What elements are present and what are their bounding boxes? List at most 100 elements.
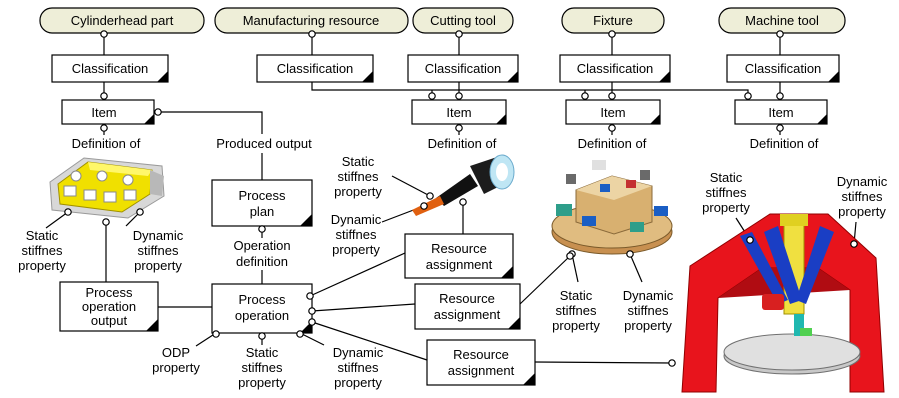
svg-text:Classification: Classification: [425, 61, 502, 76]
svg-text:Item: Item: [600, 105, 625, 120]
resource-assignment-box: Resource assignment: [426, 339, 536, 386]
svg-text:Static: Static: [560, 288, 593, 303]
pill-cutting-tool: Cutting tool: [412, 7, 514, 34]
definition-of-label: Definition of: [750, 136, 819, 151]
top-entity-pills: Cylinderhead part Manufacturing resource…: [39, 7, 846, 34]
svg-text:stiffnes: stiffnes: [338, 169, 379, 184]
svg-text:Resource: Resource: [453, 347, 509, 362]
machine-tool-illustration: [681, 213, 885, 393]
svg-text:property: property: [552, 318, 600, 333]
pill-label: Machine tool: [745, 13, 819, 28]
cutting-tool-illustration: [412, 154, 515, 216]
svg-text:stiffnes: stiffnes: [242, 360, 283, 375]
svg-text:property: property: [702, 200, 750, 215]
machine-dynamic-stiffnes-label: Dynamic stiffnes property: [837, 174, 888, 219]
pill-manufacturing-resource: Manufacturing resource: [214, 7, 409, 34]
pill-label: Manufacturing resource: [243, 13, 380, 28]
svg-text:operation: operation: [82, 299, 136, 314]
operation-dynamic-stiffnes-label: Dynamic stiffnes property: [333, 345, 384, 390]
svg-text:output: output: [91, 313, 128, 328]
svg-text:stiffnes: stiffnes: [842, 189, 883, 204]
classification-box: Classification: [407, 54, 519, 83]
process-plan-box: Process plan: [211, 179, 313, 227]
svg-text:Resource: Resource: [439, 291, 495, 306]
svg-text:plan: plan: [250, 204, 275, 219]
svg-text:Dynamic: Dynamic: [133, 228, 184, 243]
fixture-dynamic-stiffnes-label: Dynamic stiffnes property: [623, 288, 674, 333]
resource-assignment-box: Resource assignment: [414, 283, 521, 330]
svg-text:stiffnes: stiffnes: [22, 243, 63, 258]
svg-text:Static: Static: [342, 154, 375, 169]
svg-text:Process: Process: [239, 188, 286, 203]
item-box: Item: [411, 99, 507, 125]
svg-text:ODP: ODP: [162, 345, 190, 360]
svg-text:Dynamic: Dynamic: [837, 174, 888, 189]
classification-box: Classification: [559, 54, 671, 83]
svg-text:assignment: assignment: [448, 363, 515, 378]
svg-text:Static: Static: [710, 170, 743, 185]
svg-text:Dynamic: Dynamic: [623, 288, 674, 303]
cylinderhead-part-illustration: [49, 157, 165, 219]
pill-cylinderhead-part: Cylinderhead part: [39, 7, 205, 34]
svg-text:stiffnes: stiffnes: [706, 185, 747, 200]
svg-text:assignment: assignment: [434, 307, 501, 322]
svg-text:Item: Item: [91, 105, 116, 120]
pill-label: Fixture: [593, 13, 633, 28]
svg-text:Classification: Classification: [577, 61, 654, 76]
svg-text:Resource: Resource: [431, 241, 487, 256]
svg-text:Dynamic: Dynamic: [331, 212, 382, 227]
process-operation-output-box: Process operation output: [59, 281, 159, 332]
svg-text:property: property: [18, 258, 66, 273]
svg-text:property: property: [624, 318, 672, 333]
fixture-static-stiffnes-label: Static stiffnes property: [552, 288, 600, 333]
svg-text:Classification: Classification: [277, 61, 354, 76]
definition-of-label: Definition of: [72, 136, 141, 151]
svg-text:property: property: [134, 258, 182, 273]
item-box: Item: [61, 99, 155, 125]
produced-output-label: Produced output: [216, 136, 312, 151]
definition-of-label: Definition of: [578, 136, 647, 151]
svg-text:property: property: [238, 375, 286, 390]
svg-text:Dynamic: Dynamic: [333, 345, 384, 360]
item-boxes: Item Item Item Item: [61, 99, 828, 125]
svg-text:assignment: assignment: [426, 257, 493, 272]
pill-fixture: Fixture: [561, 7, 665, 34]
process-operation-box: Process operation: [211, 283, 313, 334]
operation-definition-label: Operation: [233, 238, 290, 253]
pill-label: Cutting tool: [430, 13, 496, 28]
fixture-illustration: [551, 160, 673, 255]
svg-text:stiffnes: stiffnes: [338, 360, 379, 375]
odp-property-label: ODP property: [152, 345, 200, 375]
tool-static-stiffnes-label: Static stiffnes property: [334, 154, 382, 199]
svg-text:property: property: [334, 375, 382, 390]
classification-box: Classification: [51, 54, 169, 83]
tool-dynamic-stiffnes-label: Dynamic stiffnes property: [331, 212, 382, 257]
svg-text:Item: Item: [446, 105, 471, 120]
svg-text:Process: Process: [86, 285, 133, 300]
item-box: Item: [734, 99, 828, 125]
part-dynamic-stiffnes-label: Dynamic stiffnes property: [133, 228, 184, 273]
machine-static-stiffnes-label: Static stiffnes property: [702, 170, 750, 215]
svg-text:stiffnes: stiffnes: [628, 303, 669, 318]
classification-box: Classification: [256, 54, 374, 83]
classification-boxes: Classification Classification Classifica…: [51, 54, 840, 83]
svg-text:property: property: [332, 242, 380, 257]
operation-definition-label: definition: [236, 254, 288, 269]
definition-of-label: Definition of: [428, 136, 497, 151]
svg-text:Item: Item: [768, 105, 793, 120]
pill-label: Cylinderhead part: [71, 13, 174, 28]
resource-assignment-box: Resource assignment: [404, 233, 514, 279]
svg-text:property: property: [838, 204, 886, 219]
connection-dots: [64, 30, 858, 367]
svg-text:stiffnes: stiffnes: [556, 303, 597, 318]
svg-text:Classification: Classification: [745, 61, 822, 76]
relationship-labels: Definition of Definition of Definition o…: [72, 136, 819, 269]
part-static-stiffnes-label: Static stiffnes property: [18, 228, 66, 273]
svg-text:Static: Static: [246, 345, 279, 360]
svg-text:Process: Process: [239, 292, 286, 307]
item-box: Item: [565, 99, 661, 125]
svg-text:property: property: [334, 184, 382, 199]
svg-text:Static: Static: [26, 228, 59, 243]
svg-text:Classification: Classification: [72, 61, 149, 76]
